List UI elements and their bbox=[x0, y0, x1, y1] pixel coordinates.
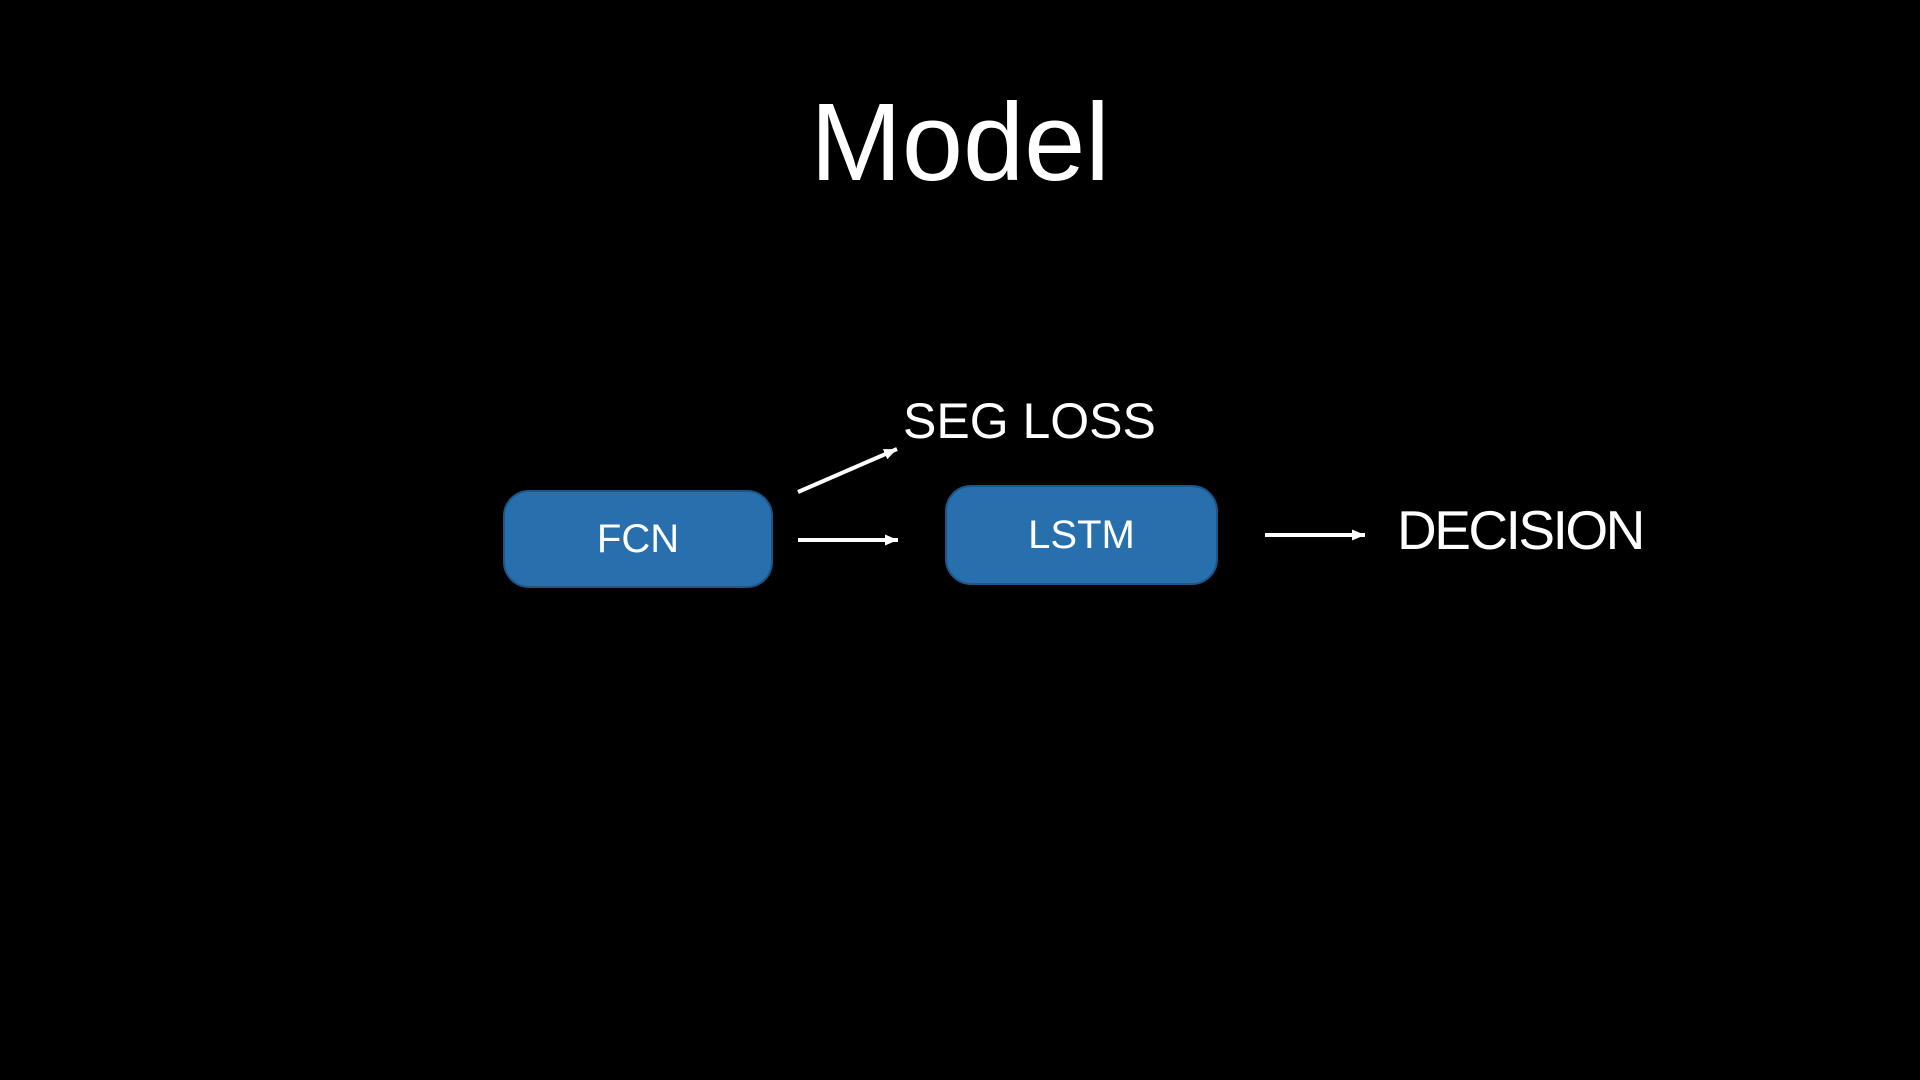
node-fcn-label: FCN bbox=[596, 517, 680, 561]
label-decision: DECISION bbox=[1397, 499, 1645, 561]
slide-title: Model bbox=[810, 81, 1110, 204]
node-fcn: FCN bbox=[503, 490, 773, 588]
node-lstm-label: LSTM bbox=[1028, 513, 1135, 557]
node-lstm: LSTM bbox=[945, 485, 1218, 585]
label-seg-loss: SEG LOSS bbox=[903, 393, 1156, 449]
arrow-fcn-to-seg-loss bbox=[797, 447, 898, 494]
